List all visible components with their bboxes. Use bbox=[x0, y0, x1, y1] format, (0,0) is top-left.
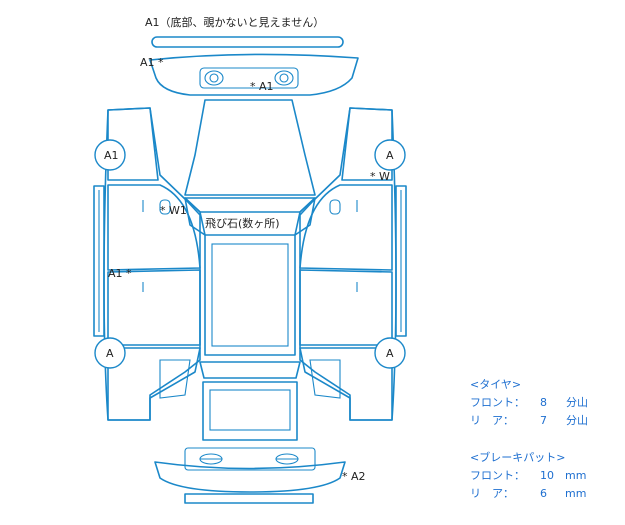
right-mirror[interactable] bbox=[329, 199, 341, 215]
tire-rear-label: リ ア： bbox=[470, 414, 514, 427]
hood[interactable] bbox=[184, 99, 316, 196]
front-fog-lamp-left bbox=[204, 70, 224, 86]
a-pillar-right bbox=[294, 197, 316, 236]
rear-bumper-note: * A2 bbox=[342, 470, 366, 483]
rear-bumper-upper bbox=[184, 447, 316, 471]
wheel-rear-right[interactable] bbox=[374, 337, 406, 369]
rear-bumper[interactable] bbox=[154, 461, 346, 493]
tire-rear-value: 7 bbox=[540, 414, 547, 427]
rear-window[interactable] bbox=[199, 361, 301, 379]
right-side-sill[interactable] bbox=[395, 185, 407, 337]
roof-inner bbox=[211, 243, 289, 347]
wheel-rear-left[interactable] bbox=[94, 337, 126, 369]
brake-front-unit: mm bbox=[565, 469, 586, 482]
tire-front-label: フロント： bbox=[470, 396, 525, 409]
roof[interactable] bbox=[204, 234, 296, 356]
tire-header: <タイヤ> bbox=[470, 378, 521, 391]
left-rear-door[interactable] bbox=[107, 269, 201, 346]
right-front-door[interactable] bbox=[299, 184, 393, 271]
brake-header: <ブレーキパット> bbox=[470, 450, 565, 464]
rear-bumper-strip[interactable] bbox=[184, 493, 314, 504]
front-fog-lamp-right bbox=[274, 70, 294, 86]
fr-wheel-note: A bbox=[386, 149, 394, 162]
front-bumper-strip[interactable] bbox=[151, 36, 344, 48]
right-rear-door[interactable] bbox=[299, 269, 393, 346]
front-bumper[interactable] bbox=[149, 53, 359, 96]
left-rear-quarter[interactable] bbox=[107, 347, 201, 421]
trunk-inner bbox=[209, 389, 291, 431]
tire-front-unit: 分山 bbox=[566, 396, 588, 409]
a-pillar-left bbox=[184, 197, 206, 236]
rl-wheel-note: A bbox=[106, 347, 114, 360]
left-door-note: * W1 bbox=[160, 204, 187, 217]
right-tail-lamp bbox=[309, 359, 341, 399]
front-grille bbox=[199, 67, 299, 89]
center-stone-note: 飛び石(数ヶ所) bbox=[205, 217, 280, 230]
tire-front-value: 8 bbox=[540, 396, 547, 409]
front-bumper-note: A1（底部、覗かないと見えません） bbox=[145, 15, 324, 29]
brake-front-value: 10 bbox=[540, 469, 554, 482]
left-side-sill[interactable] bbox=[93, 185, 105, 337]
front-lip-note: A1 * bbox=[140, 56, 164, 69]
front-fog-lamp-right-inner bbox=[279, 73, 289, 83]
right-rear-quarter[interactable] bbox=[299, 347, 393, 421]
brake-rear-label: リ ア： bbox=[470, 487, 514, 500]
right-mirror-note: * W bbox=[370, 170, 390, 183]
front-panel-note: * A1 bbox=[250, 80, 274, 93]
brake-front-label: フロント： bbox=[470, 469, 525, 482]
wheel-front-left[interactable] bbox=[94, 139, 126, 171]
brake-rear-unit: mm bbox=[565, 487, 586, 500]
left-rear-door-note: A1 * bbox=[108, 267, 132, 280]
tire-rear-unit: 分山 bbox=[566, 414, 588, 427]
trunk[interactable] bbox=[202, 381, 298, 441]
fl-wheel-note: A1 bbox=[104, 149, 119, 162]
front-fog-lamp-left-inner bbox=[209, 73, 219, 83]
left-mirror[interactable] bbox=[159, 199, 171, 215]
rr-wheel-note: A bbox=[386, 347, 394, 360]
wheel-front-right[interactable] bbox=[374, 139, 406, 171]
windshield[interactable] bbox=[184, 197, 316, 213]
left-tail-lamp bbox=[159, 359, 191, 399]
brake-rear-value: 6 bbox=[540, 487, 547, 500]
left-front-door[interactable] bbox=[107, 184, 201, 271]
